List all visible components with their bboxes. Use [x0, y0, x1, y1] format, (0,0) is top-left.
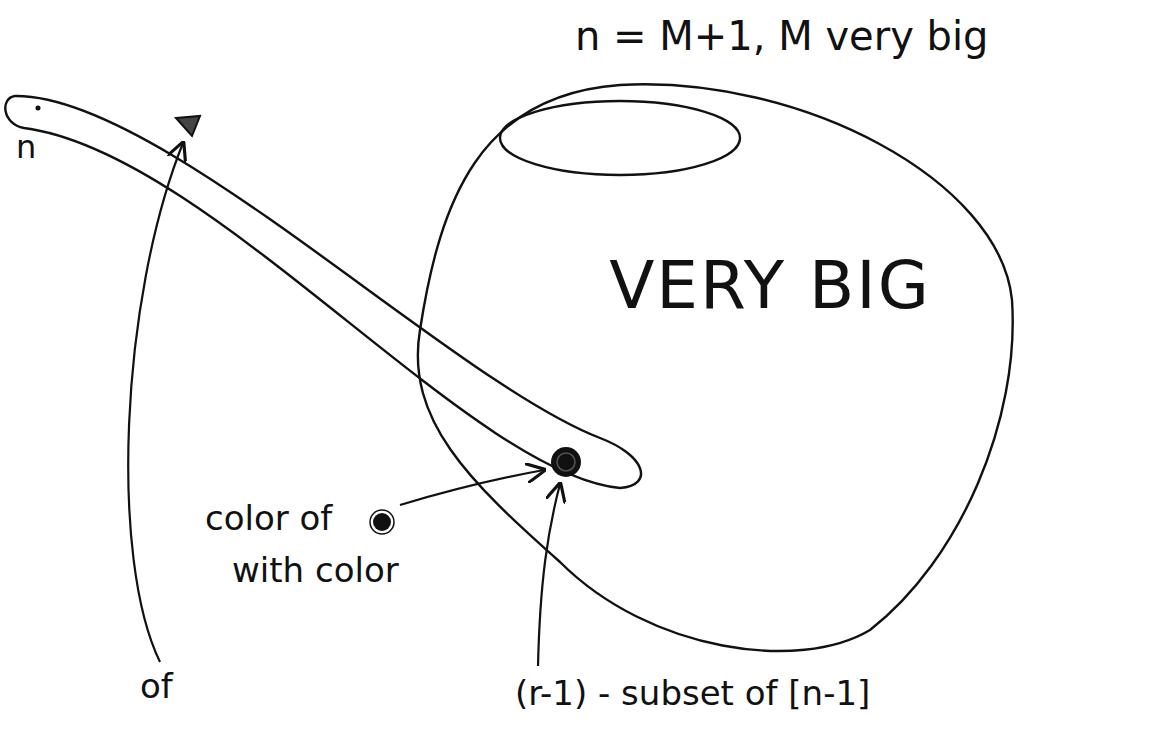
dot-symbol-ring	[370, 510, 394, 534]
note-text: of	[140, 668, 173, 705]
vertex-dot	[36, 106, 41, 111]
blob-outline	[400, 70, 1030, 670]
blob-hole	[500, 101, 740, 175]
blob-border	[418, 84, 1013, 651]
note-text: (r-1) - subset of [n-1]	[515, 675, 870, 712]
triangle-symbol	[176, 116, 200, 136]
region-blob: VERY BIG	[400, 70, 1030, 670]
note-text: color of	[205, 500, 332, 537]
vertex-label: n	[16, 130, 36, 165]
dot-symbol	[373, 513, 391, 531]
filled-dot	[551, 447, 581, 477]
note-text: with color	[232, 552, 399, 589]
leader-arrow	[128, 143, 183, 662]
note-heading: n = M+1, M very big	[575, 14, 988, 58]
leader-arrow	[538, 484, 560, 666]
filled-dot-scribble	[557, 453, 575, 471]
hyperedge-loop	[5, 96, 641, 488]
region-title: VERY BIG	[609, 247, 931, 324]
